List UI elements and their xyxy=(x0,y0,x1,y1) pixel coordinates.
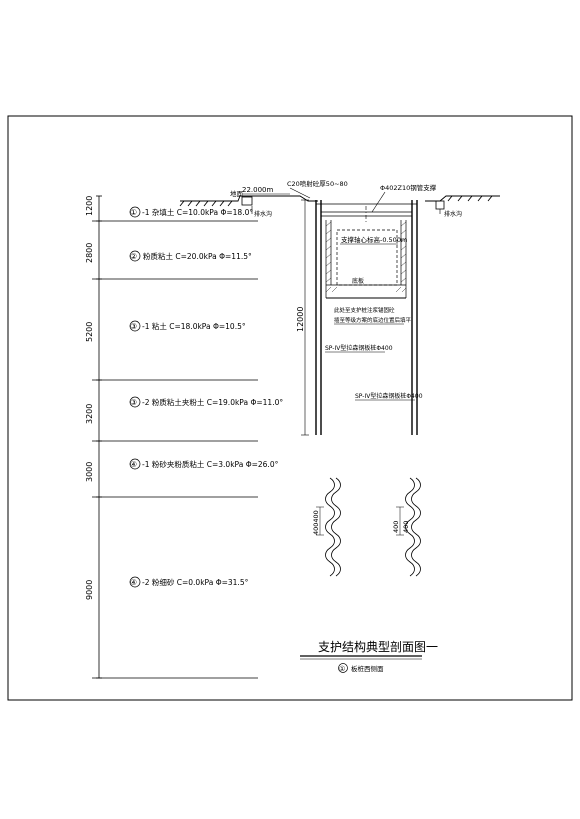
layer-label-6: -2 粉细砂 C=0.0kPa Φ=31.5° xyxy=(142,577,249,587)
drawing-title: 支护结构典型剖面图一 xyxy=(318,639,438,654)
pile-detail-dim-left: 400400 xyxy=(312,510,320,535)
pile-detail-dim-right-2: 400 xyxy=(402,521,410,533)
base-plate-label: 底板 xyxy=(352,277,364,285)
excavation-pit xyxy=(315,200,418,435)
layer-thickness-1: 1200 xyxy=(85,196,94,216)
subtitle-marker-circle xyxy=(338,663,348,673)
elevation-label: 22.000m xyxy=(242,186,273,194)
ground-surface xyxy=(179,195,500,207)
depth-label: 12000 xyxy=(296,307,305,332)
layer-label-2: 粉质粘土 C=20.0kPa Φ=11.5° xyxy=(143,251,252,261)
sheet-pile-profile-left xyxy=(316,477,341,577)
drain-right-label: 排水沟 xyxy=(444,210,462,218)
layer-marker-4: ③ xyxy=(130,398,137,407)
layer-label-4: -2 粉质粘土夹粉土 C=19.0kPa Φ=11.0° xyxy=(142,397,283,407)
pile-detail-dim-right-1: 400 xyxy=(392,521,400,533)
layer-thickness-3: 5200 xyxy=(85,322,94,342)
layer-marker-6: ④ xyxy=(130,578,137,587)
note-line-2: 插至等级方案的底边位置后填平 xyxy=(334,316,412,324)
note-line-1: 此处至支护桩注浆锚固砼 xyxy=(334,306,395,314)
layer-thickness-6: 9000 xyxy=(85,580,94,600)
layer-label-1: -1 杂填土 C=10.0kPa Φ=18.0° xyxy=(142,207,253,217)
layer-marker-3: ③ xyxy=(130,322,137,331)
wall-hatching xyxy=(325,221,407,293)
ground-label: 地面 xyxy=(230,189,244,198)
drain-right-box xyxy=(435,200,445,210)
support-axis-label: 支撑轴心标高-0.500m xyxy=(341,235,407,244)
drawing-frame xyxy=(7,115,573,701)
steel-support-label: Φ402Z10钢管支撑 xyxy=(380,183,437,192)
drawing-subtitle: 板桩西侧面 xyxy=(351,664,384,673)
layer-thickness-5: 3000 xyxy=(85,462,94,482)
layer-marker-5: ④ xyxy=(130,460,137,469)
layer-descriptions: ① -1 杂填土 C=10.0kPa Φ=18.0° ② 粉质粘土 C=20.0… xyxy=(129,206,283,588)
pile-label-1: SP-IV型拉森钢板桩Φ400 xyxy=(325,344,393,352)
layer-marker-2: ② xyxy=(130,252,137,261)
layer-marker-1: ① xyxy=(130,208,137,217)
pile-label-2: SP-IV型拉森钢板桩Φ400 xyxy=(355,392,423,400)
sheet-pile-profile-right xyxy=(396,477,421,577)
shotcrete-label: C20喷射砼厚50~80 xyxy=(287,179,348,188)
layer-thickness-4: 3200 xyxy=(85,404,94,424)
layer-label-5: -1 粉砂夹粉质粘土 C=3.0kPa Φ=26.0° xyxy=(142,459,279,469)
layer-label-3: -1 粘土 C=18.0kPa Φ=10.5° xyxy=(142,321,246,331)
soil-layer-column xyxy=(92,195,258,679)
drain-left-label: 排水沟 xyxy=(254,210,272,218)
drain-left-box xyxy=(241,196,253,206)
layer-thickness-2: 2800 xyxy=(85,243,94,263)
subtitle-marker: ① xyxy=(339,665,345,673)
